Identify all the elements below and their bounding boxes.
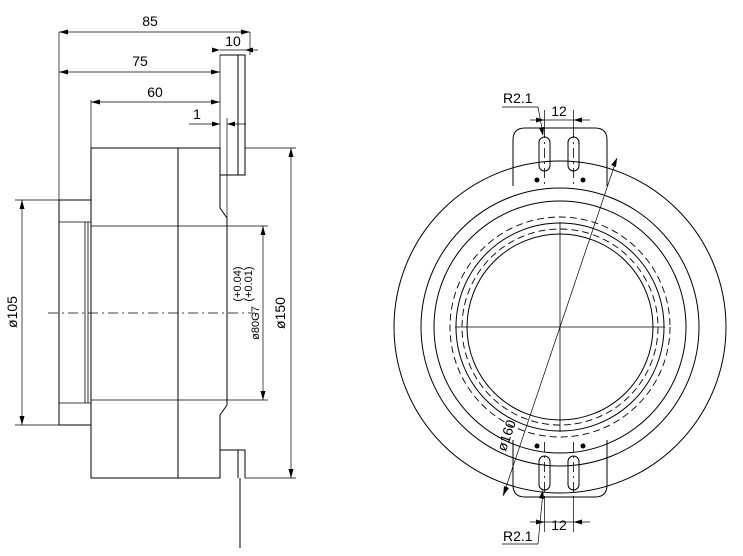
dim-60-label: 60	[147, 84, 163, 100]
arrow-80-bottom	[260, 391, 266, 400]
r-bottom-leader	[537, 491, 544, 545]
arrow-85-right	[241, 29, 250, 35]
side-view: 85 10 75 60 1 ø105	[4, 13, 296, 548]
flange-circle	[420, 187, 700, 467]
arrow-160-bottom	[503, 486, 509, 496]
arrow-105-top	[19, 200, 25, 209]
dim-r-bottom-label: R2.1	[503, 528, 533, 544]
arrow-12-bottom-right	[573, 519, 582, 525]
arrow-60-right	[211, 99, 220, 105]
diagonal-dim-line-160	[502, 157, 618, 497]
dim-12-bottom-label: 12	[551, 517, 567, 533]
arrow-105-bottom	[19, 416, 25, 425]
arrow-10-left	[212, 47, 220, 53]
dim-85-label: 85	[142, 13, 158, 29]
arrow-60-left	[91, 99, 100, 105]
bottom-mount-tab	[512, 440, 608, 498]
bottom-mount-plate	[220, 449, 246, 478]
arrow-85-left	[59, 29, 68, 35]
body-circle	[433, 200, 687, 454]
arrow-12-top-left	[536, 117, 545, 123]
dim-1-label: 1	[193, 106, 201, 122]
top-mount-plate	[220, 54, 246, 176]
arrow-12-bottom-left	[536, 519, 545, 525]
dim-d150-label: ø150	[272, 297, 288, 329]
arrow-r-top	[539, 127, 544, 136]
arrow-12-top-right	[573, 117, 582, 123]
left-flange-outline	[58, 199, 92, 426]
arrow-r-bottom	[539, 490, 544, 499]
hidden-circle-outer	[449, 216, 671, 438]
dim-12-top-label: 12	[551, 103, 567, 119]
arrow-150-bottom	[288, 469, 294, 478]
outer-circle	[393, 160, 727, 494]
dim-d80-label: ø80G7	[250, 306, 262, 340]
dim-10-label: 10	[225, 33, 241, 49]
arrow-80-top	[260, 226, 266, 235]
arrow-160-top	[611, 158, 617, 167]
arrow-1-left	[212, 121, 220, 127]
arrow-1-right	[227, 121, 235, 127]
front-view: ø160 R2.1 12 R2.1 12	[393, 90, 727, 545]
main-body-outline	[90, 147, 228, 479]
top-mount-tab	[512, 127, 608, 186]
top-hole-right	[580, 177, 586, 183]
top-hole-left	[534, 177, 540, 183]
dim-d80-tol-lower: (+0.01)	[243, 266, 255, 301]
dim-r-top-label: R2.1	[503, 90, 533, 106]
bottom-hole-right	[580, 443, 586, 449]
arrow-75-right	[211, 69, 220, 75]
bottom-hole-left	[534, 443, 540, 449]
arrow-75-left	[59, 69, 68, 75]
dim-d80-tol-upper: (+0.04)	[232, 266, 244, 301]
dim-75-label: 75	[132, 53, 148, 69]
arrow-10-right	[245, 47, 253, 53]
dim-d160-label: ø160	[494, 417, 520, 453]
arrow-150-top	[288, 148, 294, 157]
dim-d105-label: ø105	[4, 296, 20, 328]
